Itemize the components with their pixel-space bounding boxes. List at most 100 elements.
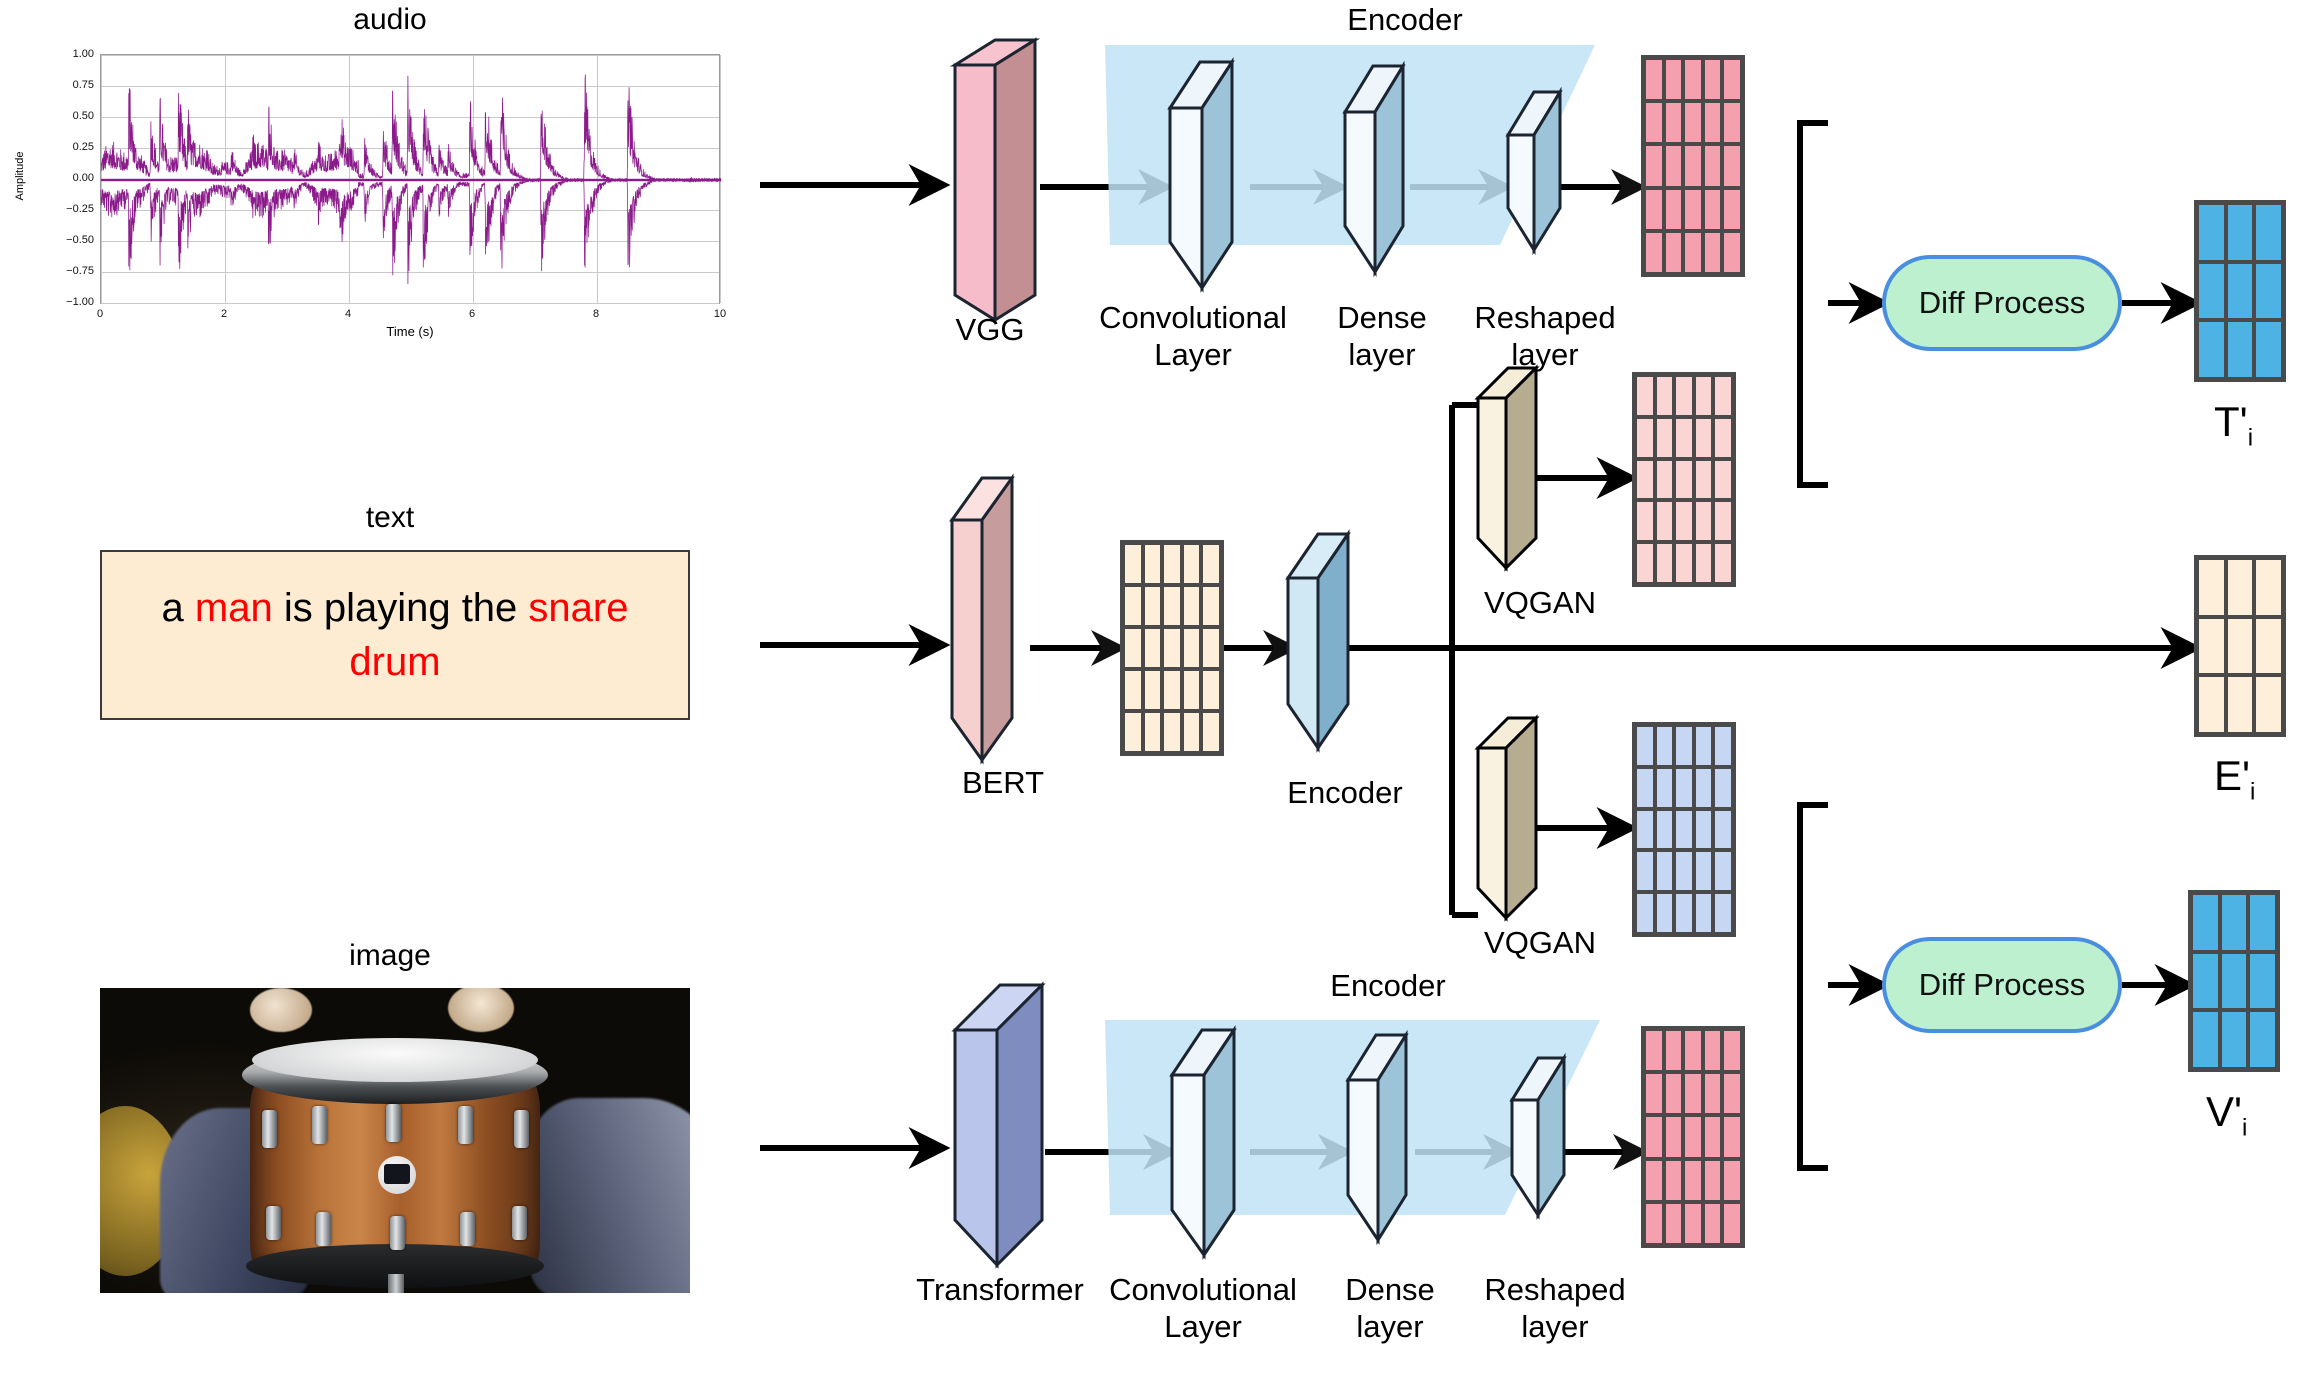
image-input-photo [100,988,690,1293]
audio-conv-slab [1167,56,1235,294]
grid-cell [1142,669,1163,711]
output-label-e: E'i [2214,752,2255,806]
grid-cell [1123,543,1143,585]
grid-cell [1683,101,1703,145]
grid-cell [1181,543,1202,585]
text-input-box[interactable]: a man is playing the snare drum [100,550,690,720]
output-symbol-e: E' [2214,752,2251,799]
grid-cell [1683,1158,1703,1202]
vqgan-bottom-slab [1474,714,1540,922]
grid-cell [1683,187,1703,231]
grid-cell [2254,616,2283,676]
output-grid-v [2188,890,2280,1072]
grid-cell [1654,725,1675,767]
drum-stand [388,1274,404,1293]
grid-cell [2219,893,2249,952]
audio-reshaped-slab [1505,86,1563,256]
audio-x-axis-label: Time (s) [386,324,434,339]
grid-cell [1654,500,1675,543]
image-conv-slab [1169,1025,1237,1260]
audio-xtick: 8 [592,308,600,320]
vgg-label: VGG [955,312,1025,347]
bert-label: BERT [961,765,1045,800]
drummer-right-hand [448,988,514,1032]
diff-process-top[interactable]: Diff Process [1882,255,2122,351]
grid-cell [1702,1072,1723,1116]
grid-cell [1654,416,1675,459]
grid-cell [1702,1115,1723,1159]
grid-cell [1722,58,1742,102]
grid-cell [1674,766,1694,809]
audio-reshaped-layer-label: Reshaped layer [1474,300,1616,372]
text-encoder-label: Encoder [1287,775,1403,810]
grid-cell [2225,203,2255,262]
grid-cell [1162,543,1182,585]
grid-cell [1635,500,1655,543]
grid-cell [1635,725,1655,767]
sentence-part-0: a [161,586,195,630]
bert-token-grid [1120,540,1224,756]
grid-cell [1123,585,1143,627]
grid-cell [1722,1115,1742,1159]
grid-cell [1693,375,1714,417]
grid-cell [1635,766,1655,809]
grid-cell [1654,892,1675,934]
grid-cell [1713,808,1733,851]
grid-cell [2197,261,2226,321]
grid-cell [1683,58,1703,102]
grid-cell [1201,669,1221,711]
grid-cell [1693,542,1714,584]
transformer-label: Transformer [916,1272,1084,1307]
grid-cell [1713,416,1733,459]
output-label-v: V'i [2206,1088,2247,1142]
grid-cell [1142,543,1163,585]
image-reshaped-slab [1509,1052,1567,1221]
grid-cell [2248,893,2277,952]
grid-cell [2219,1010,2249,1069]
grid-cell [1713,725,1733,767]
grid-cell [1635,416,1655,459]
grid-cell [2225,616,2255,676]
diff-process-bottom[interactable]: Diff Process [1882,937,2122,1033]
image-encoder-group-label: Encoder [1330,968,1446,1003]
grid-cell [1683,1029,1703,1073]
grid-cell [1181,669,1202,711]
grid-cell [1713,458,1733,501]
grid-cell [2225,261,2255,321]
vqgan-top-label: VQGAN [1484,585,1596,620]
grid-cell [1123,669,1143,711]
grid-cell [2254,320,2283,379]
image-panel-title: image [349,939,431,972]
grid-cell [1683,1115,1703,1159]
grid-cell [1663,58,1684,102]
bracket-image-join [1797,802,1828,1171]
grid-cell [1123,627,1143,669]
audio-ytick: 1.00 [72,48,94,60]
grid-cell [1702,230,1723,274]
grid-cell [1162,669,1182,711]
grid-cell [2191,951,2220,1011]
grid-cell [1663,1201,1684,1245]
grid-cell [1702,58,1723,102]
grid-cell [2254,261,2283,321]
audio-encoder-group-box [1105,45,1595,245]
grid-cell [1722,187,1742,231]
grid-cell [1644,101,1664,145]
diff-process-top-label: Diff Process [1918,285,2086,320]
bert-slab [949,473,1015,765]
grid-cell [1674,416,1694,459]
grid-cell [1654,850,1675,893]
audio-dense-layer-label: Dense layer [1337,300,1427,372]
audio-ytick: −1.00 [66,296,94,308]
audio-ytick: 0.50 [72,110,94,122]
grid-cell [1722,101,1742,145]
grid-cell [1663,144,1684,188]
grid-cell [1635,458,1655,501]
grid-cell [1702,144,1723,188]
transformer-slab [951,981,1046,1269]
grid-cell [1123,711,1143,753]
text-encoder-slab [1285,529,1351,753]
snare-drum-head [252,1038,538,1082]
vqgan-bottom-label: VQGAN [1484,925,1596,960]
grid-cell [1654,766,1675,809]
